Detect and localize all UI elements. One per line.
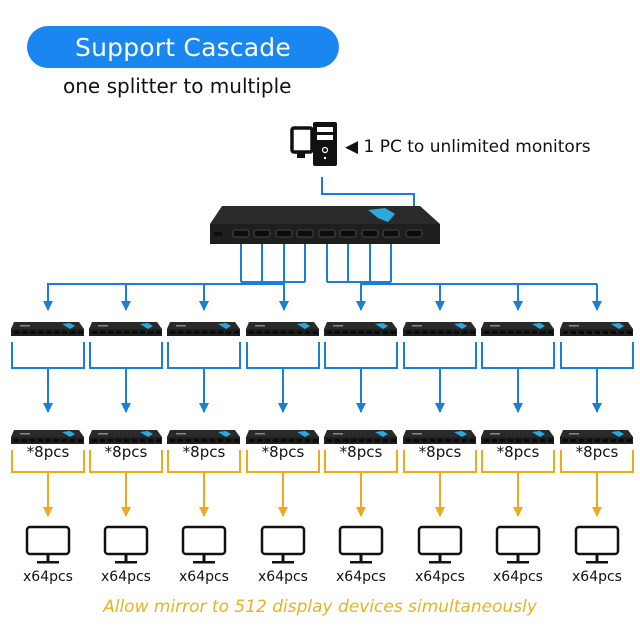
hdmi-splitter-icon (324, 430, 397, 444)
monitor-icon (417, 525, 463, 564)
monitor-count-label: x64pcs (23, 569, 73, 585)
power-port (214, 232, 222, 236)
hdmi-splitter-icon (11, 430, 84, 444)
hdmi-port (296, 229, 314, 238)
hdmi-port (253, 229, 271, 238)
hdmi-splitter-icon (324, 322, 397, 336)
main-splitter-device (210, 206, 440, 244)
hdmi-port (361, 229, 379, 238)
tier2-output-line (324, 342, 398, 369)
quantity-label: *8pcs (575, 443, 619, 461)
quantity-label: *8pcs (496, 443, 540, 461)
monitor-count-label: x64pcs (258, 569, 308, 585)
page-subtitle: one splitter to multiple (63, 74, 292, 98)
hdmi-splitter-icon (560, 322, 633, 336)
page-title: Support Cascade (75, 32, 291, 62)
quantity-label: *8pcs (261, 443, 305, 461)
hdmi-port (382, 229, 400, 238)
tier2-output-line (560, 342, 634, 369)
monitor-count-label: x64pcs (101, 569, 151, 585)
hdmi-splitter-icon (560, 430, 633, 444)
hdmi-port (275, 229, 293, 238)
monitor-icon (103, 525, 149, 564)
tier2-output-line (11, 342, 85, 369)
quantity-label: *8pcs (104, 443, 148, 461)
branch-line (43, 282, 285, 311)
monitor-icon (338, 525, 384, 564)
hdmi-splitter-icon (481, 430, 554, 444)
hdmi-splitter-icon (246, 430, 319, 444)
monitor-count-label: x64pcs (179, 569, 229, 585)
tier2-output-line (403, 342, 477, 369)
hdmi-port (339, 229, 357, 238)
tier2-output-line (167, 342, 241, 369)
tier2-output-line (89, 342, 163, 369)
desktop-pc-icon (290, 122, 337, 166)
hdmi-splitter-icon (167, 322, 240, 336)
hdmi-splitter-icon (481, 322, 554, 336)
monitor-count-label: x64pcs (336, 569, 386, 585)
monitor-icon (260, 525, 306, 564)
hdmi-port (318, 229, 336, 238)
hdmi-port (232, 229, 250, 238)
monitor-icon (574, 525, 620, 564)
hdmi-splitter-icon (403, 430, 476, 444)
monitor-count-label: x64pcs (572, 569, 622, 585)
quantity-label: *8pcs (182, 443, 226, 461)
hdmi-splitter-icon (89, 430, 162, 444)
quantity-label: *8pcs (418, 443, 462, 461)
pc-label: ◀ 1 PC to unlimited monitors (345, 137, 591, 157)
hdmi-port (405, 229, 423, 238)
footer-caption: Allow mirror to 512 display devices simu… (103, 597, 537, 617)
monitor-icon (495, 525, 541, 564)
hdmi-splitter-icon (246, 322, 319, 336)
hdmi-splitter-icon (89, 322, 162, 336)
quantity-label: *8pcs (339, 443, 383, 461)
monitor-count-label: x64pcs (415, 569, 465, 585)
tier2-output-line (481, 342, 555, 369)
monitor-icon (181, 525, 227, 564)
tier2-output-line (246, 342, 320, 369)
hdmi-splitter-icon (403, 322, 476, 336)
hdmi-splitter-icon (11, 322, 84, 336)
hdmi-splitter-icon (167, 430, 240, 444)
monitor-count-label: x64pcs (493, 569, 543, 585)
bus-line (360, 282, 597, 285)
title-banner: Support Cascade (27, 26, 339, 68)
monitor-icon (25, 525, 71, 564)
quantity-label: *8pcs (26, 443, 70, 461)
